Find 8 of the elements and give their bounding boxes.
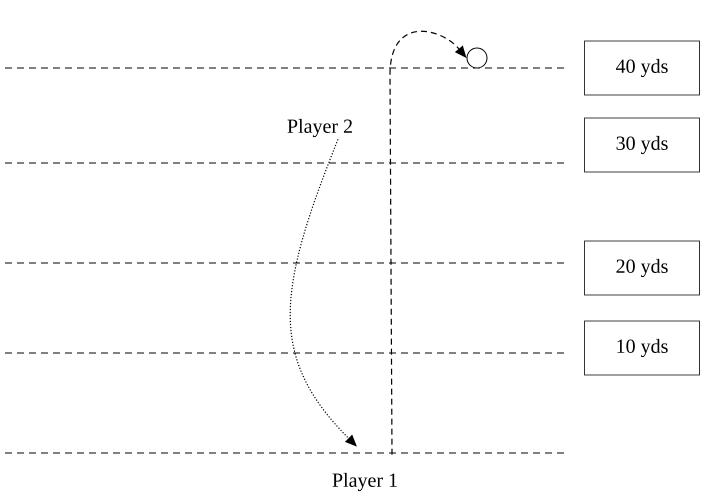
distance-box: 10 yds [584,320,700,376]
arrow [389,30,466,455]
player-label: Player 2 [288,118,352,138]
ball-circle [466,48,488,68]
player-label: Player 1 [332,472,397,492]
distance-box: 40 yds [584,40,700,96]
distance-box: 30 yds [584,118,700,172]
distance-box: 20 yds [584,240,700,296]
